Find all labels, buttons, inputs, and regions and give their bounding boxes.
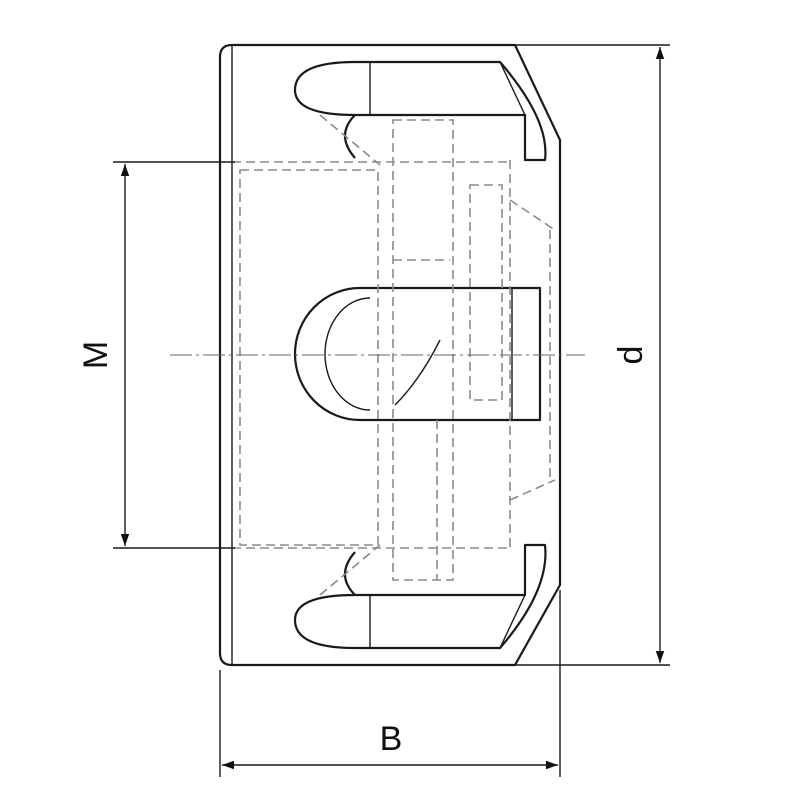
dimension-d: d bbox=[515, 44, 670, 666]
dimension-label-d: d bbox=[612, 346, 650, 365]
slot-top bbox=[293, 60, 547, 162]
slot-middle bbox=[293, 286, 542, 422]
hidden-lines bbox=[232, 114, 556, 596]
dimension-label-b: B bbox=[380, 720, 403, 758]
dimension-b: B bbox=[219, 590, 561, 777]
dimension-m: M bbox=[77, 161, 235, 549]
dimension-label-m: M bbox=[77, 341, 115, 369]
slot-bottom bbox=[293, 543, 547, 650]
